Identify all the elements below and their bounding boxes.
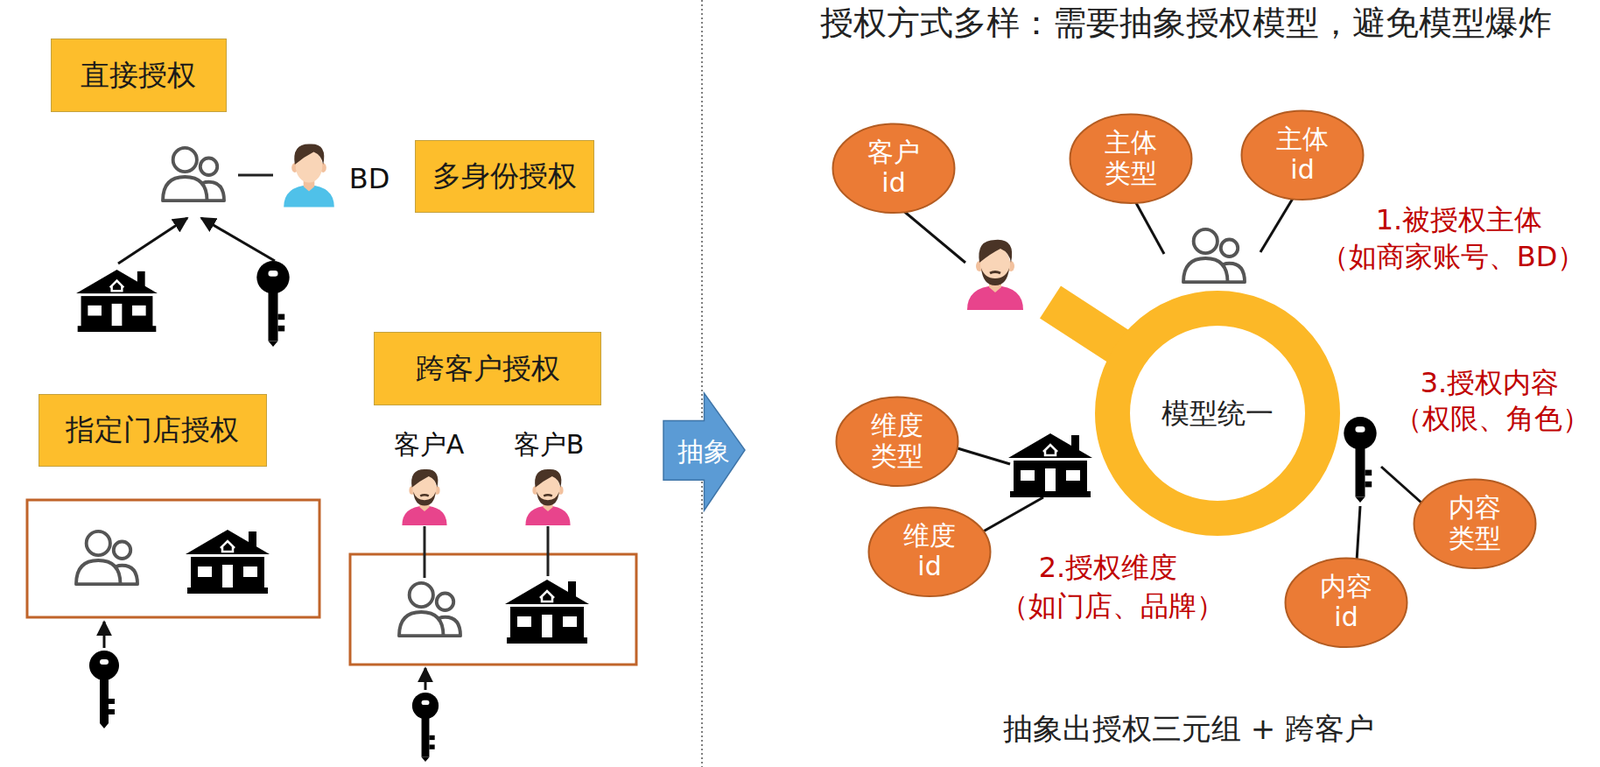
title: 授权方式多样：需要抽象授权模型，避免模型爆炸	[820, 3, 1552, 44]
account-icon	[162, 147, 225, 201]
cross-customer-illustration	[350, 469, 637, 762]
link-line	[423, 526, 427, 578]
node-text: 内容 类型	[1438, 492, 1512, 554]
link-line	[238, 174, 274, 177]
bd-person-icon	[283, 143, 335, 207]
attribute-ellipse: 维度 id	[867, 505, 992, 598]
attribute-ellipse: 主体 类型	[1068, 112, 1193, 205]
store-icon	[505, 579, 590, 644]
customer-label: 客户A	[393, 428, 465, 461]
node-text: 主体 类型	[1094, 127, 1168, 189]
callout-heading: 3.授权内容	[1420, 365, 1560, 400]
leader-line	[957, 448, 1011, 464]
content-key-icon	[1343, 416, 1376, 503]
arrow-line	[118, 217, 188, 264]
shape-fill	[836, 396, 959, 486]
model-ring: 模型统一	[1091, 290, 1344, 536]
callout-note: （如门店、品牌）	[1000, 589, 1225, 623]
attribute-ellipse: 维度 类型	[835, 395, 960, 488]
store-icon	[185, 529, 270, 594]
shape-fill	[1112, 308, 1323, 519]
shape-fill	[1070, 113, 1193, 204]
role-label: BD	[349, 161, 391, 196]
node-text: 抽象	[677, 436, 730, 468]
customer-icon	[401, 469, 447, 526]
node-text: 直接授权	[80, 58, 197, 92]
category-box: 指定门店授权	[38, 393, 267, 467]
attribute-ellipse: 主体 id	[1240, 109, 1365, 202]
leader-line	[1260, 196, 1294, 253]
node-text: 维度 id	[892, 520, 967, 582]
shape-fill	[663, 392, 745, 511]
leader-line	[978, 497, 1044, 534]
category-box: 直接授权	[50, 38, 227, 113]
node-text: 维度 类型	[860, 410, 934, 471]
dimension-icon	[1008, 433, 1093, 498]
node-text: 多身份授权	[432, 159, 577, 193]
arrow-placeholder	[663, 392, 745, 511]
node-text: 指定门店授权	[65, 413, 239, 447]
divider	[701, 0, 703, 767]
node-text: 跨客户授权	[415, 351, 561, 386]
group-frame	[350, 554, 637, 665]
category-box: 跨客户授权	[373, 331, 602, 406]
callout-note: （权限、角色）	[1394, 401, 1591, 436]
node-text: 内容 id	[1309, 571, 1383, 632]
customer-icon	[967, 239, 1024, 310]
key-icon	[89, 650, 120, 729]
shape-fill	[1414, 478, 1537, 569]
account-icon	[399, 582, 461, 636]
link-line	[547, 526, 550, 576]
store-icon	[76, 269, 159, 332]
leader-line	[1356, 505, 1361, 562]
arrow-line	[424, 667, 428, 690]
shape-fill	[1285, 557, 1408, 647]
arrow-line	[103, 621, 106, 648]
leader-line	[1381, 466, 1423, 504]
node-text: 主体 id	[1265, 124, 1340, 185]
group-frame	[27, 499, 320, 618]
attribute-ellipse: 内容 id	[1284, 556, 1409, 649]
shape-fill	[869, 506, 991, 597]
account-icon	[76, 531, 138, 584]
shape-fill	[833, 123, 955, 213]
subject-icon	[1183, 229, 1245, 282]
category-box: 多身份授权	[414, 140, 595, 213]
leader-line	[1135, 201, 1165, 254]
leader-line	[901, 209, 966, 263]
callout-heading: 1.被授权主体	[1375, 203, 1544, 237]
attribute-ellipse: 客户 id	[831, 122, 956, 215]
callout-note: （如商家账号、BD）	[1320, 239, 1586, 274]
shape-fill	[1242, 110, 1364, 200]
direct-auth-illustration	[76, 143, 335, 347]
attribute-ellipse: 内容 类型	[1412, 477, 1537, 570]
node-text: 模型统一	[1161, 397, 1274, 430]
callout-heading: 2.授权维度	[1038, 550, 1179, 584]
arrow-line	[201, 217, 275, 261]
caption: 抽象出授权三元组 + 跨客户	[1003, 710, 1375, 747]
customer-label: 客户B	[513, 428, 585, 461]
abstract-arrow: 抽象	[663, 392, 745, 511]
key-icon	[256, 260, 289, 347]
key-icon	[412, 692, 439, 762]
customer-icon	[525, 469, 570, 526]
store-auth-illustration	[27, 499, 320, 729]
node-text: 客户 id	[856, 137, 931, 198]
